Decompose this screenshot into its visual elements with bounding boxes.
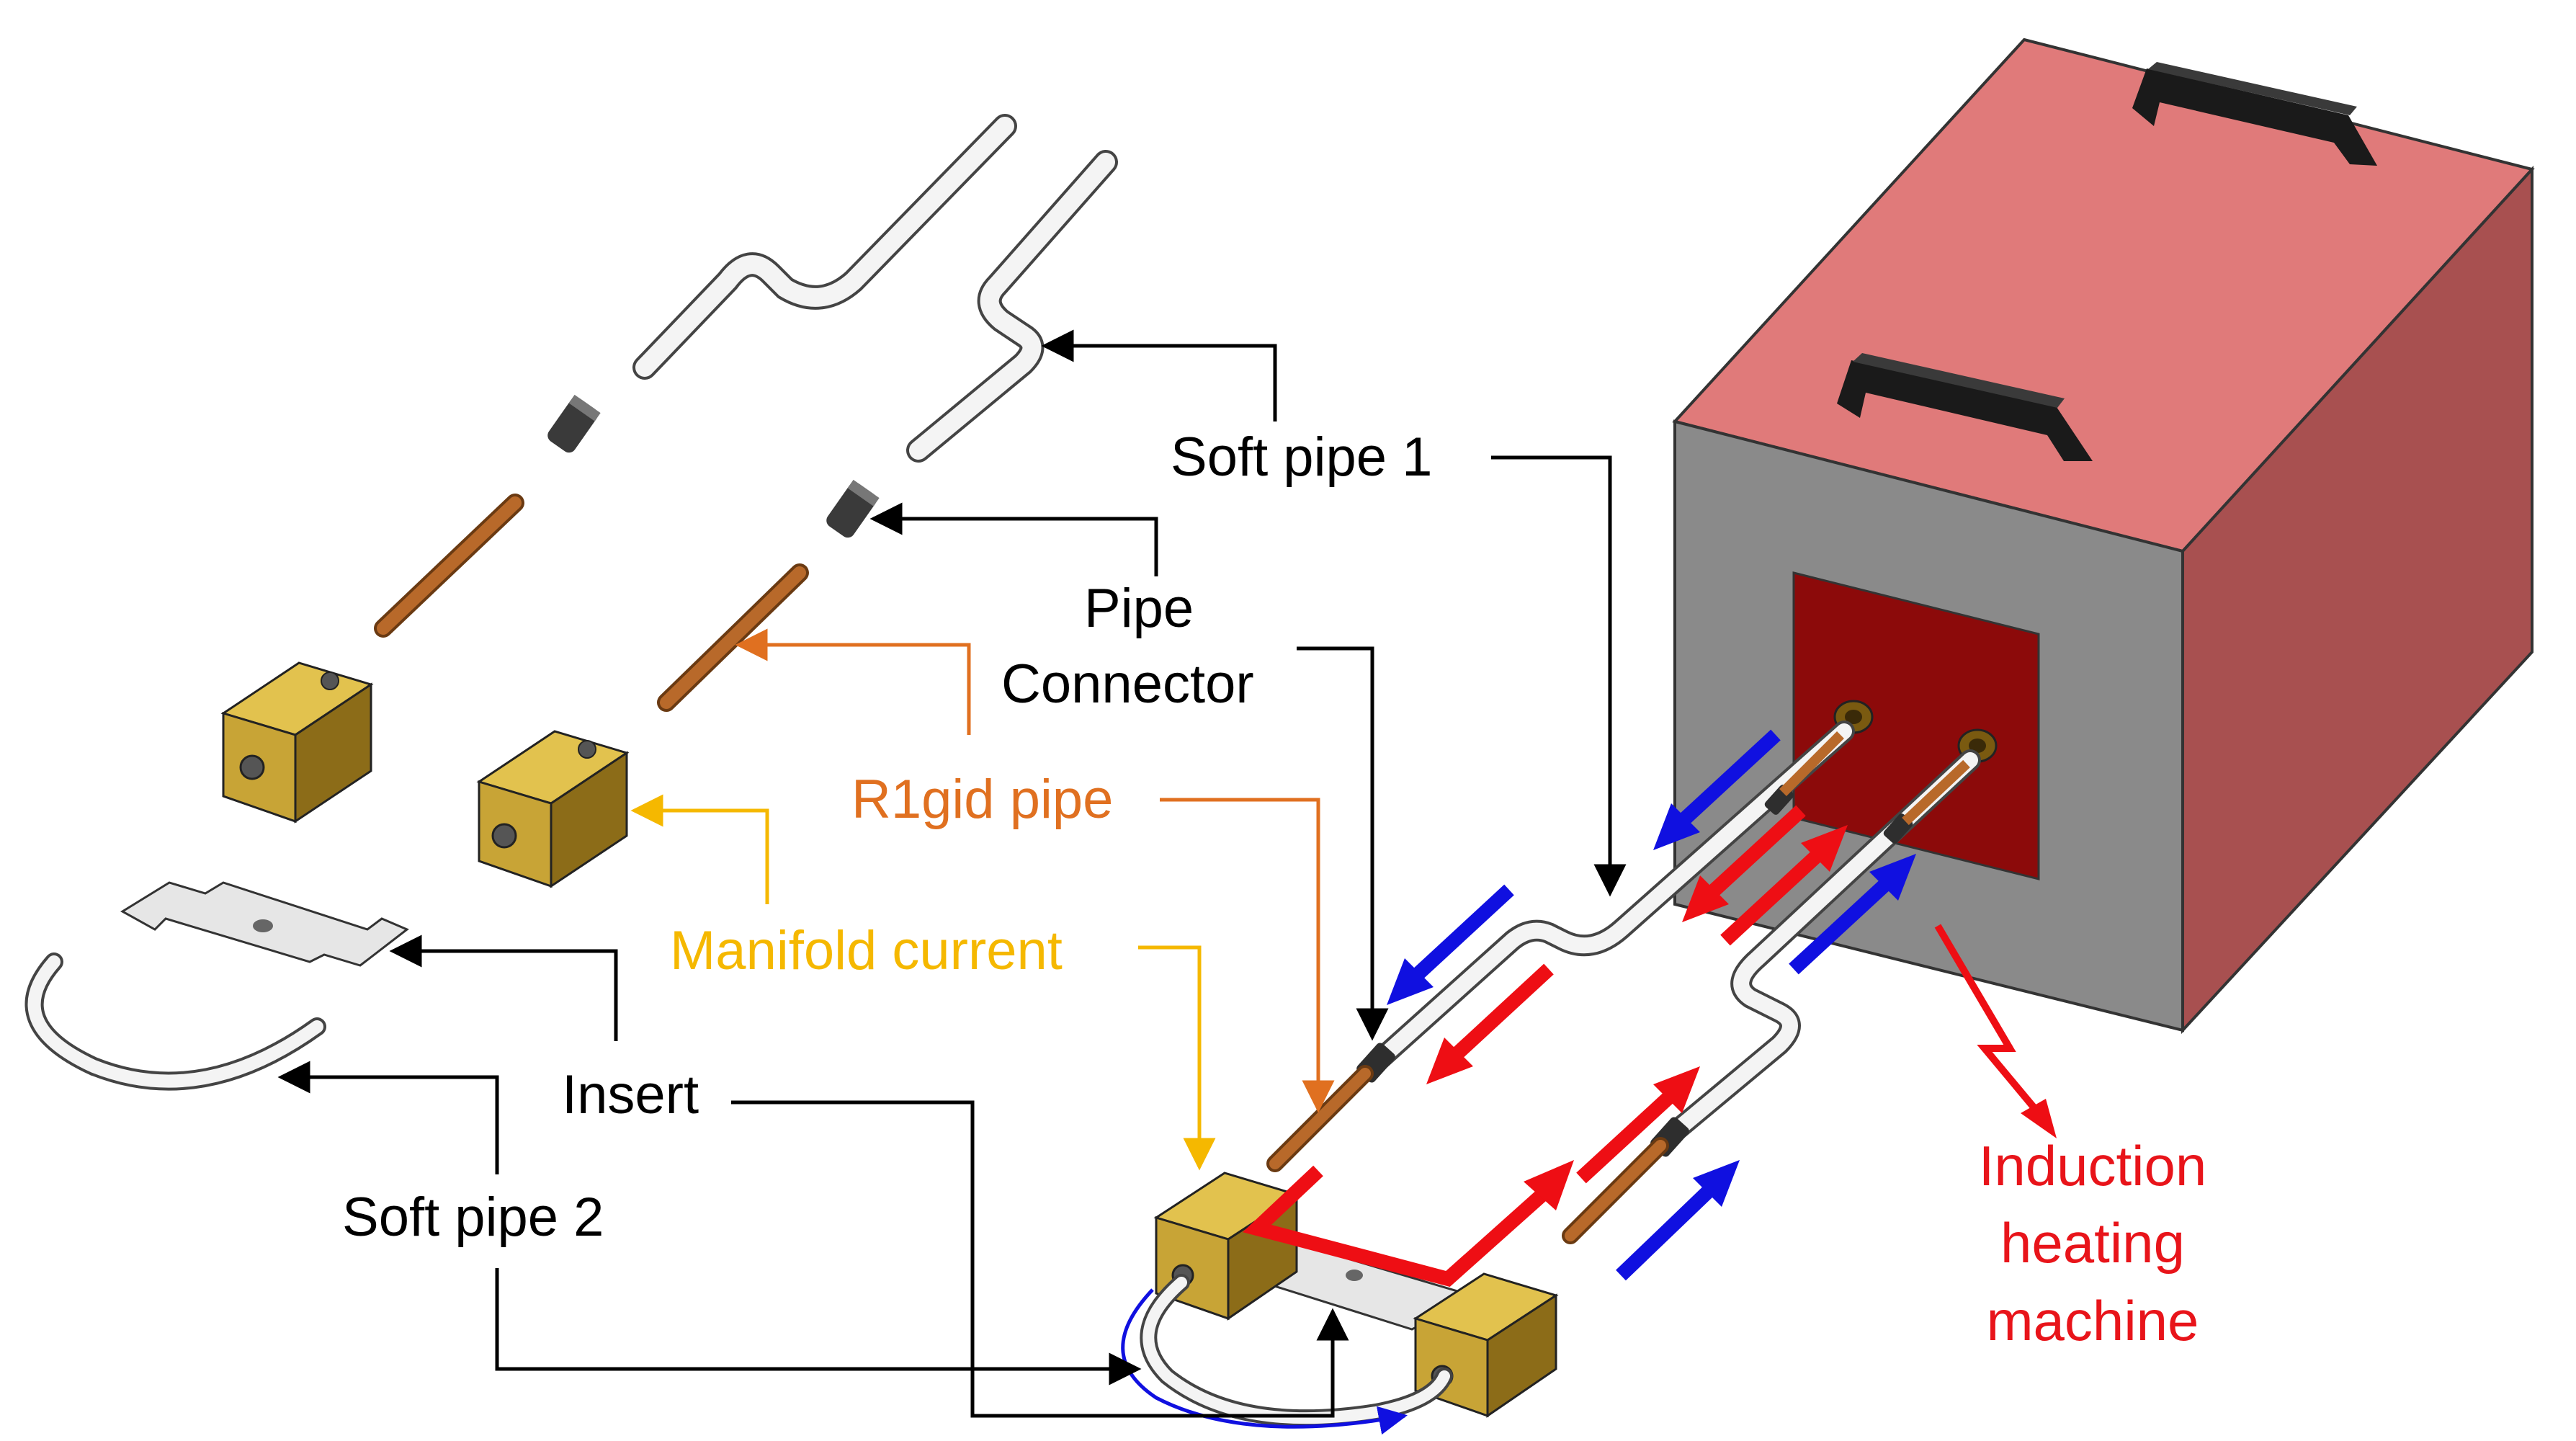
labels: Soft pipe 1 Pipe Connector R1gid pipe Ma… [342,427,2206,1352]
hot-flow-arrow-icon [1682,805,1806,922]
flow-arrows [1243,729,2057,1288]
pipe-connector-left [547,394,601,453]
label-induction-line1: Induction [1979,1134,2207,1197]
assembled-circuit [1121,720,1981,1435]
label-soft-pipe-2: Soft pipe 2 [342,1187,604,1248]
cold-flow-arrow-icon [1387,884,1514,1005]
cold-flow-arrow-icon [1653,729,1781,850]
label-rigid-pipe: R1gid pipe [851,769,1113,830]
label-insert: Insert [562,1064,699,1125]
hot-flow-arrow-icon [1426,963,1554,1084]
machine-window [1792,571,2040,880]
manifold-block-left [220,661,374,824]
induction-lightning-icon [1934,924,2057,1138]
label-induction-line3: machine [1987,1289,2199,1352]
exploded-view [24,114,1118,1091]
hot-flow-arrow-icon [1243,1165,1554,1288]
label-pipe-connector-line2: Connector [1001,653,1254,715]
label-pipe-connector-line1: Pipe [1084,578,1194,639]
pipe-connector-right [826,479,880,538]
leader-lines [277,329,1627,1418]
soft-pipe-1-left [632,114,1017,380]
cold-flow-arrow-icon [1789,854,1916,975]
cold-flow-arrow-icon [1616,1160,1740,1281]
hot-flow-arrow-icon [1576,1066,1700,1184]
machine-handle-icon [2132,62,2377,166]
machine-handle-icon [1837,353,2093,461]
cold-flow-arrow-icon [1121,1288,1408,1435]
hot-flow-arrow-icon [1720,825,1848,946]
induction-heating-machine [1672,37,2535,1035]
label-induction-line2: heating [2000,1211,2185,1275]
label-soft-pipe-1: Soft pipe 1 [1171,427,1432,488]
label-manifold-current: Manifold current [670,920,1063,981]
manifold-block-right [476,730,630,888]
